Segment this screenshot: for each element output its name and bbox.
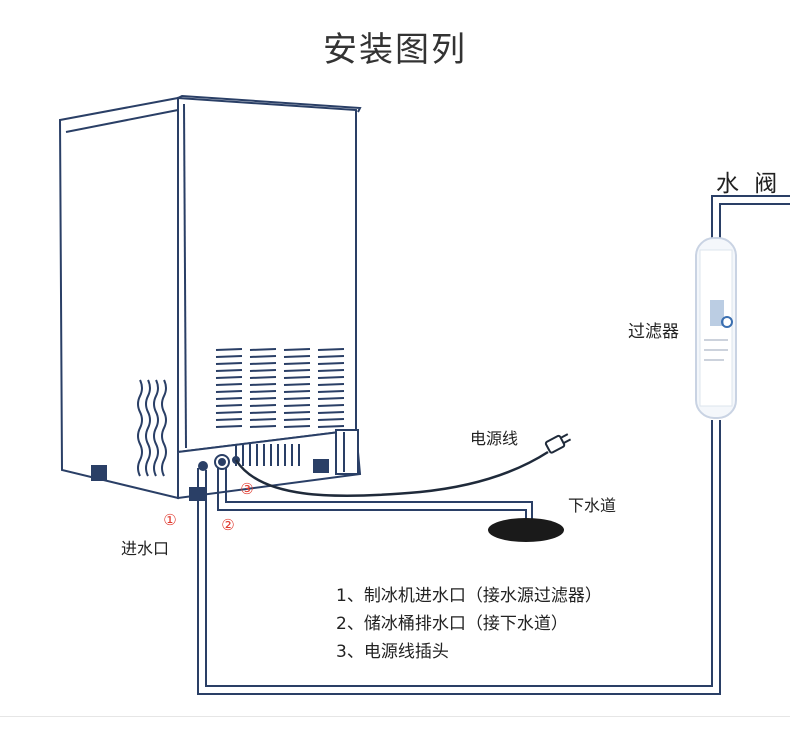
vent-slot <box>283 404 311 407</box>
power-cord-label: 电源线 <box>470 429 519 448</box>
valve-pipe <box>711 195 790 238</box>
legend-item-3: 3、电源线插头 <box>336 642 449 662</box>
legend-item-2: 2、储冰桶排水口（接下水道） <box>336 614 568 634</box>
vent-slot <box>249 418 277 421</box>
vent-slot <box>215 397 243 400</box>
water-valve-label: 水 阀 <box>716 171 782 197</box>
legend: 1、制冰机进水口（接水源过滤器） 2、储冰桶排水口（接下水道） 3、电源线插头 <box>336 582 602 666</box>
filter-label: 过滤器 <box>628 322 679 342</box>
vent-slot <box>215 383 243 386</box>
page-title: 安装图列 <box>323 30 467 70</box>
drain-label: 下水道 <box>568 496 617 515</box>
vent-slot <box>215 355 243 358</box>
lower-vents <box>235 444 300 466</box>
side-vent-slot <box>161 379 167 477</box>
vent-slot <box>317 348 345 351</box>
ice-machine <box>58 94 362 501</box>
vent-slot <box>283 383 311 386</box>
vent-slot <box>317 425 345 428</box>
vent-slot <box>283 397 311 400</box>
vent-slot <box>215 418 243 421</box>
power-cord <box>234 450 549 498</box>
vent-slot <box>249 411 277 414</box>
vent-slot <box>317 411 345 414</box>
vent-slot <box>249 390 277 393</box>
water-inlet-port <box>198 461 208 471</box>
vent-slot <box>249 376 277 379</box>
vent-slot <box>317 376 345 379</box>
side-vent-slot <box>137 379 143 477</box>
vent-slot <box>283 390 311 393</box>
side-vents <box>137 379 167 477</box>
vent-slot <box>249 362 277 365</box>
vent-slot <box>249 397 277 400</box>
plug-icon <box>544 433 572 454</box>
vent-slot <box>215 390 243 393</box>
vent-slot <box>215 348 243 351</box>
vent-slot <box>317 369 345 372</box>
vent-slot <box>249 404 277 407</box>
vent-slot <box>215 411 243 414</box>
water-filter <box>695 237 737 419</box>
side-vent-slot <box>153 379 159 477</box>
drain-hole <box>488 518 564 542</box>
machine-base <box>177 428 362 500</box>
vent-slot <box>215 404 243 407</box>
vent-slot <box>249 369 277 372</box>
bottom-divider <box>0 716 790 717</box>
machine-foot <box>91 465 107 481</box>
vent-slot <box>317 355 345 358</box>
vent-slot <box>317 397 345 400</box>
vent-slot <box>283 369 311 372</box>
drain-pipe <box>217 468 533 524</box>
vent-slot <box>317 390 345 393</box>
vent-slot <box>215 425 243 428</box>
vent-slot <box>215 362 243 365</box>
marker-1: ① <box>163 511 177 529</box>
machine-side-panel <box>58 96 179 500</box>
vent-slot <box>317 362 345 365</box>
marker-3: ③ <box>240 480 254 498</box>
vent-slot <box>215 369 243 372</box>
vent-slot <box>283 348 311 351</box>
vent-slot <box>283 355 311 358</box>
vent-slot <box>249 425 277 428</box>
vent-slot <box>317 383 345 386</box>
side-vent-slot <box>145 379 151 477</box>
vent-slot <box>249 383 277 386</box>
front-vents <box>215 348 345 428</box>
vent-slot <box>283 411 311 414</box>
machine-foot <box>313 459 329 473</box>
vent-slot <box>249 355 277 358</box>
vent-slot <box>317 404 345 407</box>
vent-slot <box>249 348 277 351</box>
vent-slot <box>283 376 311 379</box>
legend-item-1: 1、制冰机进水口（接水源过滤器） <box>336 586 602 606</box>
vent-slot <box>215 376 243 379</box>
water-supply-pipe <box>197 420 721 695</box>
inlet-label: 进水口 <box>121 539 170 558</box>
marker-2: ② <box>221 516 235 534</box>
vent-slot <box>283 362 311 365</box>
vent-slot <box>317 418 345 421</box>
vent-slot <box>283 418 311 421</box>
vent-slot <box>283 425 311 428</box>
